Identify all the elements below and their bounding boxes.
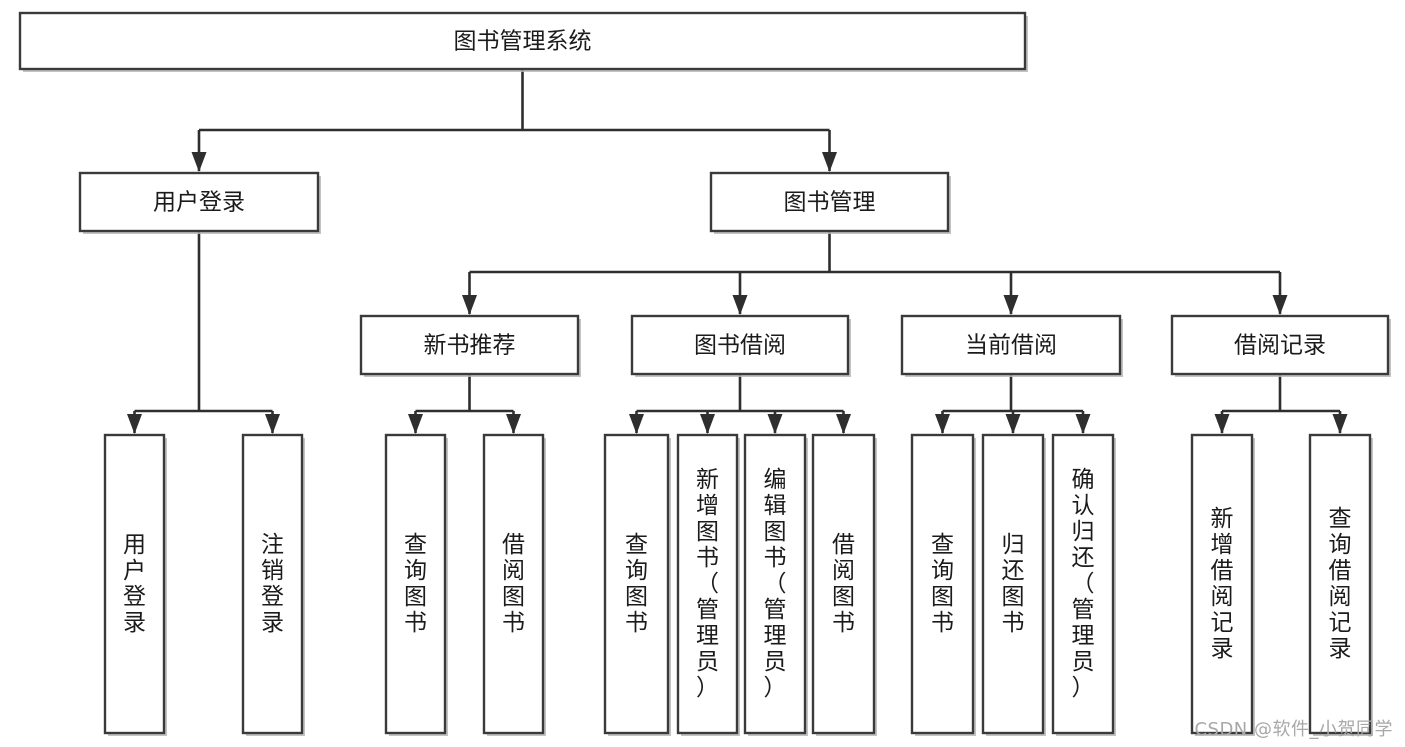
node-label: 新增图书（管理员） — [696, 467, 719, 701]
node-book-manage[interactable]: 图书管理 — [709, 171, 951, 234]
node-box[interactable] — [603, 433, 670, 735]
node-box[interactable] — [981, 433, 1045, 735]
node-box[interactable] — [743, 433, 807, 735]
arrowhead-icon — [506, 414, 521, 434]
node-label: 借阅图书 — [502, 532, 525, 636]
arrowhead-icon — [1075, 414, 1091, 434]
arrowhead-icon — [767, 414, 783, 434]
node-box[interactable] — [18, 11, 1027, 71]
arrowhead-icon — [127, 414, 142, 434]
arrowhead-icon — [629, 414, 644, 434]
node-box[interactable] — [103, 433, 166, 735]
node-box[interactable] — [482, 433, 545, 735]
node-box[interactable] — [811, 433, 876, 735]
arrowhead-icon — [1003, 295, 1019, 315]
node-borrow-record[interactable]: 借阅记录 — [1170, 314, 1391, 377]
node-label: 图书管理 — [784, 190, 876, 216]
arrowhead-icon — [265, 414, 280, 434]
node-root[interactable]: 图书管理系统 — [18, 11, 1028, 72]
node-box[interactable] — [1308, 433, 1372, 735]
node-label: 图书管理系统 — [454, 29, 592, 55]
node-leaf-confirm-return[interactable]: 确认归还（管理员） — [1051, 433, 1116, 736]
node-leaf-query-book-2[interactable]: 查询图书 — [603, 433, 671, 736]
node-box[interactable] — [241, 433, 304, 735]
node-label: 确认归还（管理员） — [1072, 467, 1095, 701]
node-label: 注销登录 — [261, 532, 284, 636]
watermark-label: CSDN @软件_小贺同学 — [1194, 719, 1393, 740]
node-leaf-query-book-3[interactable]: 查询图书 — [910, 433, 976, 736]
arrowhead-icon — [1005, 414, 1021, 434]
node-leaf-user-logout[interactable]: 注销登录 — [241, 433, 305, 736]
arrowhead-icon — [700, 414, 715, 434]
arrowhead-icon — [732, 295, 748, 315]
node-leaf-add-book[interactable]: 新增图书（管理员） — [676, 433, 740, 736]
node-leaf-user-login[interactable]: 用户登录 — [103, 433, 167, 736]
node-label: 查询图书 — [625, 532, 648, 636]
arrowhead-icon — [191, 152, 207, 172]
arrowhead-icon — [822, 152, 837, 172]
connectors-layer — [127, 69, 1348, 434]
node-box[interactable] — [1051, 433, 1115, 735]
node-label: 当前借阅 — [965, 333, 1057, 359]
node-label: 查询图书 — [931, 532, 954, 636]
node-user-login[interactable]: 用户登录 — [78, 171, 321, 234]
arrowhead-icon — [1272, 295, 1288, 315]
arrowhead-icon — [462, 295, 477, 315]
node-box[interactable] — [709, 171, 950, 233]
node-box[interactable] — [1170, 314, 1390, 376]
node-leaf-add-record[interactable]: 新增借阅记录 — [1190, 433, 1255, 736]
arrowhead-icon — [935, 414, 950, 434]
arrowhead-icon — [1332, 414, 1348, 434]
node-box[interactable] — [1190, 433, 1254, 735]
node-leaf-borrow-book-2[interactable]: 借阅图书 — [811, 433, 877, 736]
node-new-book-rec[interactable]: 新书推荐 — [359, 314, 581, 377]
nodes-layer: 图书管理系统用户登录图书管理新书推荐图书借阅当前借阅借阅记录用户登录注销登录查询… — [18, 11, 1391, 736]
node-book-borrow[interactable]: 图书借阅 — [630, 314, 851, 377]
node-box[interactable] — [630, 314, 850, 376]
node-label: 编辑图书（管理员） — [764, 467, 787, 701]
node-leaf-query-record[interactable]: 查询借阅记录 — [1308, 433, 1373, 736]
node-box[interactable] — [384, 433, 447, 735]
node-leaf-edit-book[interactable]: 编辑图书（管理员） — [743, 433, 808, 736]
node-box[interactable] — [910, 433, 975, 735]
node-label: 用户登录 — [123, 532, 146, 636]
node-box[interactable] — [78, 171, 320, 233]
node-label: 新书推荐 — [424, 333, 516, 359]
node-current-borrow[interactable]: 当前借阅 — [900, 314, 1123, 377]
node-box[interactable] — [359, 314, 580, 376]
arrowhead-icon — [836, 414, 851, 434]
node-label: 查询借阅记录 — [1329, 506, 1352, 662]
node-label: 借阅图书 — [832, 532, 855, 636]
node-label: 图书借阅 — [694, 333, 786, 359]
node-leaf-borrow-book-1[interactable]: 借阅图书 — [482, 433, 546, 736]
arrowhead-icon — [1214, 414, 1230, 434]
node-label: 查询图书 — [404, 532, 427, 636]
node-leaf-query-book-1[interactable]: 查询图书 — [384, 433, 448, 736]
node-box[interactable] — [900, 314, 1122, 376]
node-label: 归还图书 — [1002, 532, 1025, 636]
node-box[interactable] — [676, 433, 739, 735]
node-leaf-return-book[interactable]: 归还图书 — [981, 433, 1046, 736]
arrowhead-icon — [408, 414, 423, 434]
node-label: 借阅记录 — [1234, 333, 1326, 359]
node-label: 新增借阅记录 — [1211, 506, 1234, 662]
node-label: 用户登录 — [153, 190, 245, 216]
